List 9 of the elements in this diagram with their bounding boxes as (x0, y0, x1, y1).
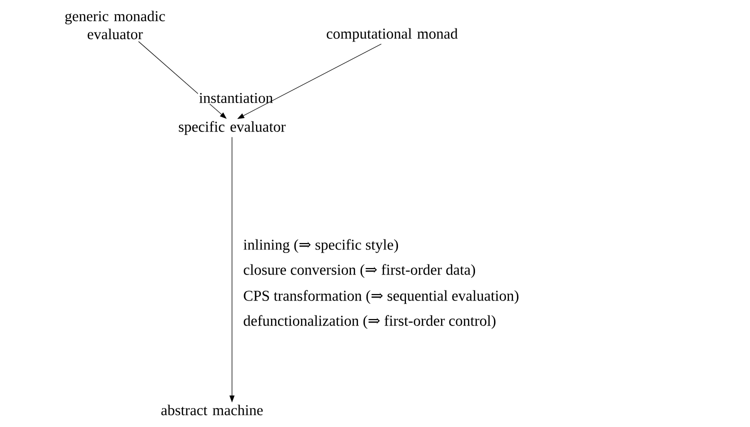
note: CPS transformation (⇒ sequential evaluation) (244, 290, 518, 304)
note: closure conversion (⇒ first-order data) (244, 264, 476, 278)
node-label: specific evaluator (178, 121, 286, 135)
node-label: abstract machine (161, 404, 263, 416)
edge-label: instantiation (198, 92, 274, 104)
node-label: generic monadic evaluator (65, 10, 165, 40)
note: inlining (⇒ specific style) (244, 239, 398, 253)
note: defunctionalization (⇒ first-order control) (244, 315, 496, 329)
node-label: computational monad (326, 28, 458, 42)
